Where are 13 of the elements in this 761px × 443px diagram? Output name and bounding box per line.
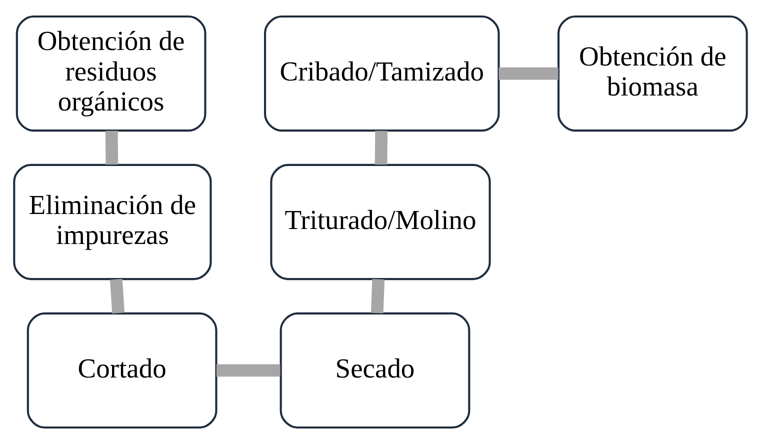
node-box: Cribado/Tamizado: [264, 14, 500, 132]
connector: [370, 278, 385, 313]
node-box: Secado: [280, 312, 470, 428]
node-box: Obtención de biomasa: [557, 14, 748, 132]
connector: [374, 130, 388, 164]
connector: [498, 66, 558, 80]
connector: [110, 278, 125, 313]
node-box: Triturado/Molino: [270, 163, 491, 280]
node-box: Obtención de residuos orgánicos: [16, 14, 206, 132]
node-box: Cortado: [26, 312, 218, 428]
node-box: Eliminación de impurezas: [13, 163, 212, 280]
connector: [105, 130, 118, 164]
connector: [216, 364, 280, 376]
